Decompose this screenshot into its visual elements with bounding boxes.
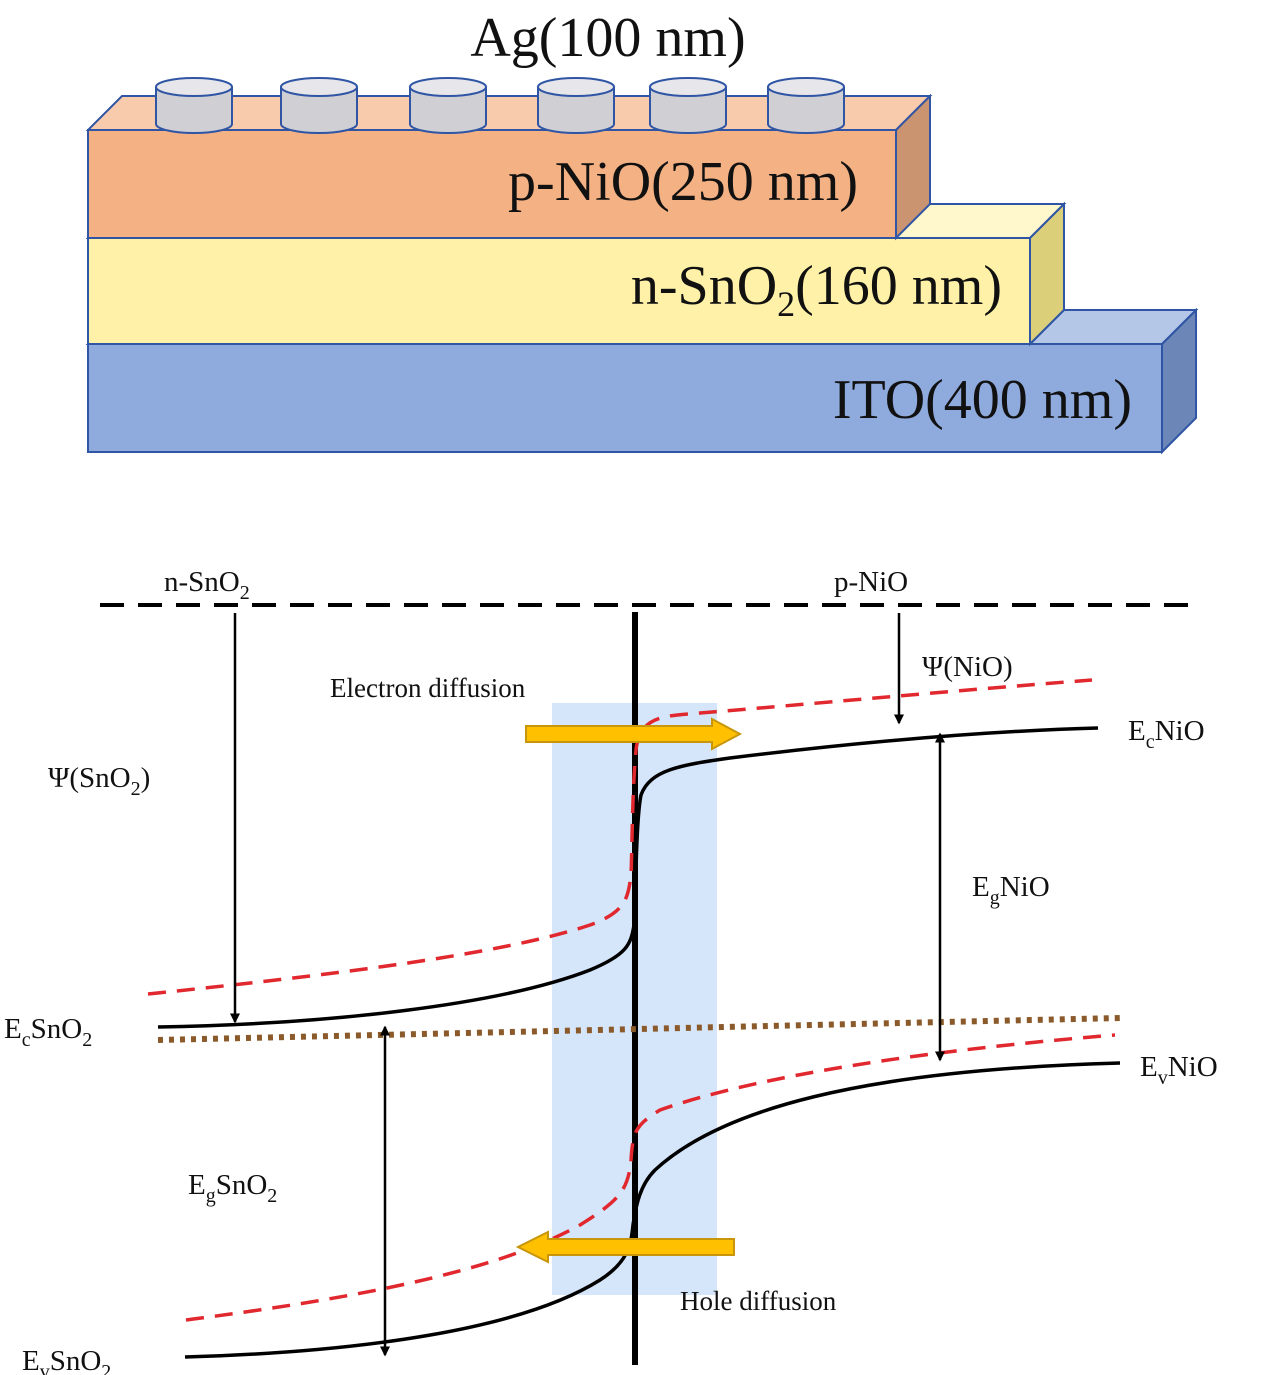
ag-electrode-body — [767, 87, 845, 134]
ag-electrode-body — [537, 87, 615, 134]
ag-electrode-cap — [280, 77, 358, 97]
ag-electrode — [767, 77, 845, 134]
n-sno2-label: n-SnO2 — [164, 566, 250, 604]
ev-nio-label: EvNiO — [1140, 1051, 1218, 1089]
lower-band-line — [184, 1061, 1121, 1359]
ag-electrode-body — [649, 87, 727, 134]
ag-electrode — [409, 77, 487, 134]
sno2-layer-label: n-SnO2(160 nm) — [631, 255, 1002, 324]
upper-band-line — [157, 726, 1099, 1029]
ag-electrode-body — [280, 87, 358, 134]
eg-sno2-label: EgSnO2 — [188, 1169, 277, 1207]
ag-electrode — [280, 77, 358, 134]
ag-electrode-cap — [649, 77, 727, 97]
nio-layer-label: p-NiO(250 nm) — [508, 151, 858, 213]
ag-electrode-cap — [767, 77, 845, 97]
red-dashed-lower-band — [185, 1033, 1116, 1322]
ito-layer-front — [87, 343, 1163, 453]
ag-electrode-cap — [537, 77, 615, 97]
ag-electrode-label: Ag(100 nm) — [470, 7, 745, 69]
ag-electrodes — [155, 77, 845, 134]
ec-nio-label: EcNiO — [1128, 715, 1205, 753]
electron-diffusion-label: Electron diffusion — [330, 673, 526, 703]
p-nio-label: p-NiO — [834, 566, 908, 598]
hole-diffusion-arrow — [515, 1230, 735, 1264]
ito-layer-label: ITO(400 nm) — [833, 369, 1132, 431]
ag-electrode-body — [409, 87, 487, 134]
psi-nio-label: Ψ(NiO) — [922, 651, 1013, 683]
ag-electrode — [649, 77, 727, 134]
electron-diffusion-arrow — [525, 717, 743, 751]
ag-electrode-body — [155, 87, 233, 134]
eg-nio-label: EgNiO — [972, 871, 1050, 909]
ec-sno2-label: EcSnO2 — [4, 1013, 92, 1051]
ev-sno2-label: EvSnO2 — [22, 1345, 111, 1375]
ag-electrode-cap — [155, 77, 233, 97]
hole-diffusion-label: Hole diffusion — [680, 1286, 837, 1316]
red-dashed-upper-band — [147, 678, 1093, 996]
ag-electrode — [537, 77, 615, 134]
psi-sno2-label: Ψ(SnO2) — [48, 762, 150, 800]
device-stack: ITO(400 nm) n-SnO2(160 nm) p-NiO(250 nm)… — [85, 7, 1199, 455]
ag-electrode-cap — [409, 77, 487, 97]
ag-electrode — [155, 77, 233, 134]
band-diagram: n-SnO2 p-NiO Ψ(SnO2) Ψ(NiO) Electron dif… — [4, 566, 1218, 1375]
nio-layer-front — [87, 129, 897, 239]
